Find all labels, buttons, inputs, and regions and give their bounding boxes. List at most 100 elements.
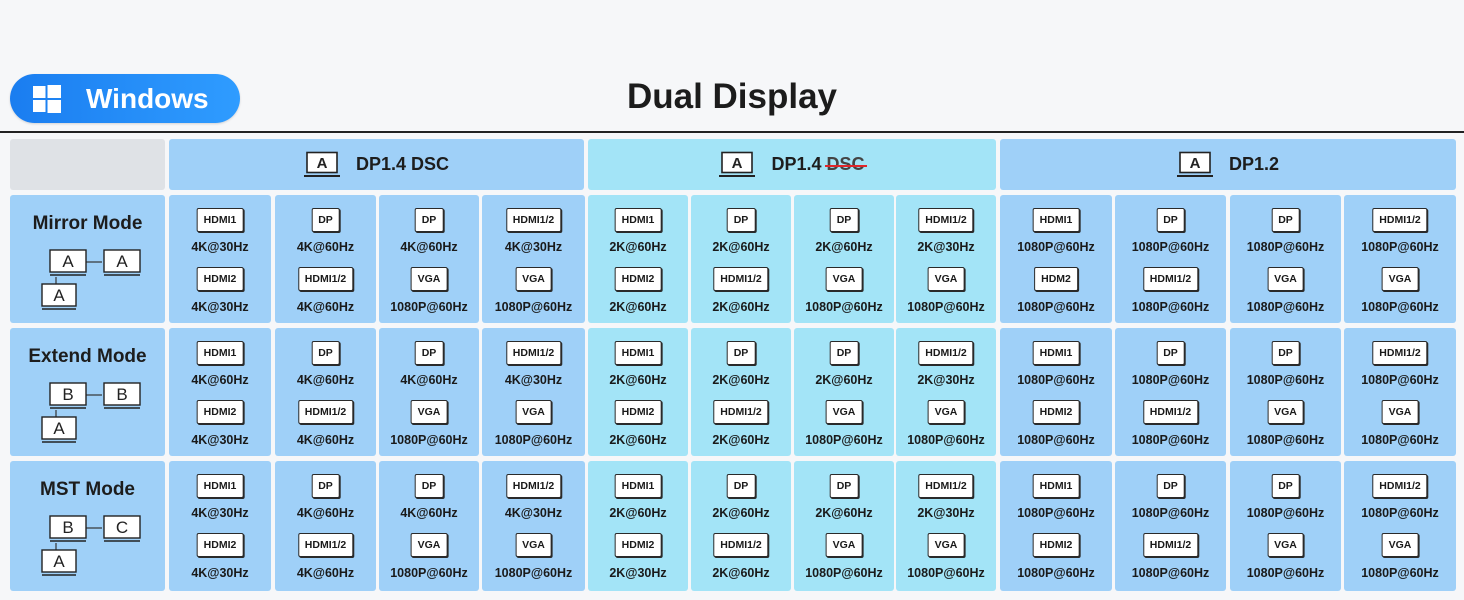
resolution-label: 1080P@60Hz (1017, 433, 1095, 447)
port-tag: HDMI2 (614, 267, 662, 291)
port-tag: HDMI1 (1032, 474, 1080, 498)
monitor-icon: A (719, 151, 756, 179)
port-tag: HDMI1 (614, 341, 662, 365)
resolution-label: 2K@60Hz (609, 506, 667, 520)
resolution-label: 4K@30Hz (504, 240, 563, 254)
port-tag: HDMI1/2 (1372, 474, 1428, 498)
monitor-icon: A (303, 151, 340, 179)
port-tag: HDMI1/2 (1142, 267, 1199, 291)
resolution-label: 4K@60Hz (400, 506, 458, 520)
resolution-label: 1080P@60Hz (1017, 506, 1095, 520)
svg-text:A: A (1190, 155, 1201, 172)
port-tag: HDMI1 (614, 208, 662, 232)
port-tag: VGA (927, 267, 965, 291)
port-tag: HDMI1/2 (713, 267, 769, 291)
resolution-label: 1080P@60Hz (805, 300, 883, 314)
resolution-label: 1080P@60Hz (805, 566, 883, 580)
port-tag: HDMI1/2 (297, 400, 354, 424)
resolution-label: 1080P@60Hz (1131, 300, 1210, 314)
svg-text:B: B (116, 385, 127, 404)
port-tag: HDMI1/2 (505, 341, 562, 365)
port-tag: DP (1271, 208, 1300, 232)
port-tag: HDMI2 (196, 400, 244, 424)
resolution-label: 4K@30Hz (504, 506, 563, 520)
resolution-label: 1080P@60Hz (1246, 433, 1325, 447)
resolution-label: 1080P@60Hz (494, 433, 573, 447)
resolution-label: 2K@60Hz (815, 240, 873, 254)
port-tag: VGA (1267, 533, 1304, 557)
divider (0, 131, 1464, 133)
resolution-label: 4K@30Hz (191, 240, 249, 254)
svg-text:C: C (116, 518, 128, 537)
resolution-label: 2K@60Hz (609, 373, 667, 387)
resolution-label: 1080P@60Hz (1017, 373, 1095, 387)
port-tag: VGA (1267, 400, 1304, 424)
resolution-label: 2K@60Hz (815, 373, 873, 387)
resolution-label: 1080P@60Hz (1361, 300, 1439, 314)
port-tag: DP (829, 474, 859, 498)
resolution-label: 1080P@60Hz (1246, 566, 1325, 580)
resolution-label: 1080P@60Hz (390, 433, 468, 447)
windows-badge: Windows (10, 74, 240, 123)
svg-text:A: A (53, 552, 65, 571)
resolution-label: 2K@30Hz (917, 240, 975, 254)
port-tag: VGA (1267, 267, 1304, 291)
port-tag: DP (1156, 208, 1185, 232)
resolution-label: 2K@60Hz (609, 300, 667, 314)
port-tag: VGA (927, 400, 965, 424)
port-tag: VGA (1381, 533, 1419, 557)
resolution-label: 1080P@60Hz (1131, 566, 1210, 580)
port-tag: HDMI1/2 (1372, 341, 1428, 365)
port-tag: VGA (825, 267, 863, 291)
port-tag: HDMI1/2 (918, 474, 974, 498)
resolution-label: 4K@60Hz (296, 433, 355, 447)
resolution-label: 4K@30Hz (191, 566, 249, 580)
port-tag: VGA (410, 400, 448, 424)
resolution-label: 1080P@60Hz (1131, 240, 1210, 254)
resolution-label: 1080P@60Hz (1017, 566, 1095, 580)
port-tag: DP (311, 474, 340, 498)
resolution-label: 2K@30Hz (917, 506, 975, 520)
svg-text:A: A (62, 252, 74, 271)
resolution-label: 2K@60Hz (712, 300, 770, 314)
port-tag: DP (829, 341, 859, 365)
resolution-label: 2K@30Hz (609, 566, 667, 580)
resolution-label: 1080P@60Hz (1246, 506, 1325, 520)
port-tag: VGA (410, 267, 448, 291)
resolution-label: 2K@60Hz (712, 240, 770, 254)
port-tag: DP (829, 208, 859, 232)
resolution-label: 1080P@60Hz (1246, 240, 1325, 254)
port-tag: DP (1271, 341, 1300, 365)
svg-text:A: A (317, 155, 328, 172)
port-tag: DP (311, 208, 340, 232)
port-tag: DP (1156, 474, 1185, 498)
resolution-label: 4K@30Hz (504, 373, 563, 387)
port-tag: VGA (515, 533, 552, 557)
port-tag: VGA (825, 533, 863, 557)
resolution-label: 1080P@60Hz (1131, 506, 1210, 520)
port-tag: DP (414, 474, 444, 498)
resolution-label: 1080P@60Hz (390, 300, 468, 314)
resolution-label: 1080P@60Hz (907, 300, 985, 314)
port-tag: DP (414, 341, 444, 365)
port-tag: HDMI1/2 (505, 474, 562, 498)
port-tag: HDMI1/2 (713, 533, 769, 557)
